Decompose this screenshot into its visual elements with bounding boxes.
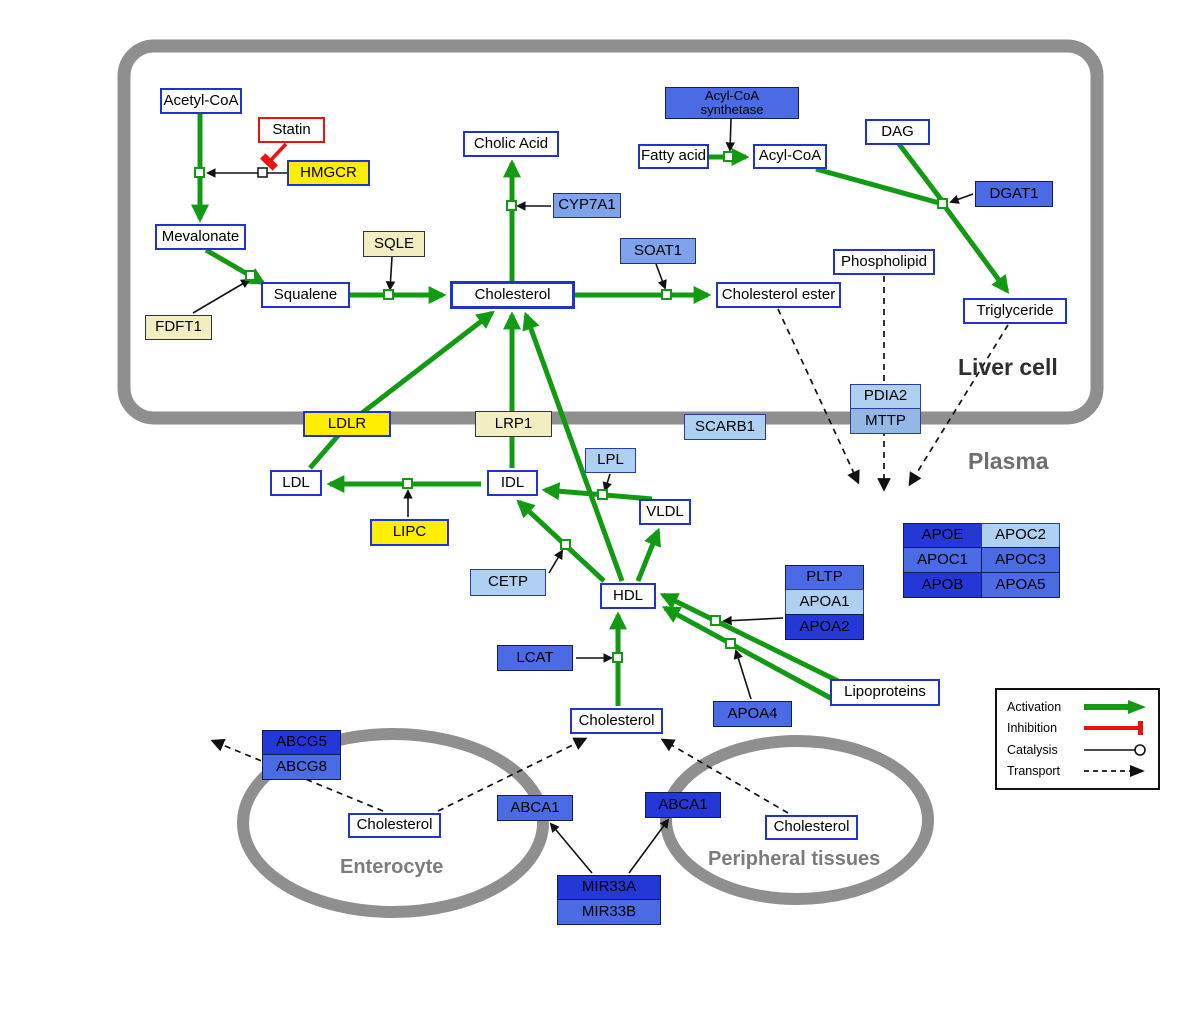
node-dgat1[interactable]: DGAT1	[975, 181, 1053, 207]
node-cholesterol-enterocyte[interactable]: Cholesterol	[348, 813, 441, 838]
legend-inhibition-label: Inhibition	[1007, 721, 1058, 736]
node-mir33b[interactable]: MIR33B	[557, 899, 661, 925]
node-cholic-acid[interactable]: Cholic Acid	[463, 131, 559, 157]
node-apoa4[interactable]: APOA4	[713, 701, 792, 727]
node-scarb1[interactable]: SCARB1	[684, 414, 766, 440]
node-apob[interactable]: APOB	[903, 572, 982, 598]
node-apoe[interactable]: APOE	[903, 523, 982, 548]
inhibition-edge	[260, 142, 288, 171]
node-cholesterol-ester[interactable]: Cholesterol ester	[716, 282, 841, 308]
liver-cell-label: Liver cell	[958, 354, 1058, 380]
node-lcat[interactable]: LCAT	[497, 645, 573, 671]
node-acetyl-coa[interactable]: Acetyl-CoA	[160, 88, 242, 114]
node-pltp[interactable]: PLTP	[785, 565, 864, 590]
node-lrp1[interactable]: LRP1	[475, 411, 552, 437]
plasma-label: Plasma	[968, 448, 1049, 474]
node-vldl[interactable]: VLDL	[639, 499, 691, 525]
node-cetp[interactable]: CETP	[470, 569, 546, 596]
node-abcg5[interactable]: ABCG5	[262, 730, 341, 755]
node-mir33a[interactable]: MIR33A	[557, 875, 661, 900]
node-fdft1[interactable]: FDFT1	[145, 315, 212, 340]
inhibition-target-node	[257, 167, 268, 178]
node-cholesterol-liver[interactable]: Cholesterol	[450, 281, 575, 309]
node-squalene[interactable]: Squalene	[261, 282, 350, 308]
legend-catalysis-label: Catalysis	[1007, 742, 1058, 757]
node-ldl[interactable]: LDL	[270, 470, 322, 496]
node-statin[interactable]: Statin	[258, 117, 325, 143]
node-lipoproteins[interactable]: Lipoproteins	[830, 679, 940, 706]
node-apoa5[interactable]: APOA5	[981, 572, 1060, 598]
node-lpl[interactable]: LPL	[585, 448, 636, 473]
node-idl[interactable]: IDL	[487, 470, 538, 496]
transport-arrow-icon	[1084, 765, 1145, 778]
node-sqle[interactable]: SQLE	[363, 231, 425, 257]
node-abca1-left[interactable]: ABCA1	[497, 795, 573, 821]
node-apoa1[interactable]: APOA1	[785, 589, 864, 615]
node-abcg8[interactable]: ABCG8	[262, 754, 341, 780]
legend-row-catalysis: Catalysis	[1007, 742, 1148, 758]
activation-arrow-icon	[1084, 699, 1146, 714]
node-cholesterol-plasma[interactable]: Cholesterol	[570, 708, 663, 734]
node-mttp[interactable]: MTTP	[850, 408, 921, 434]
enterocyte-membrane	[237, 728, 549, 918]
node-soat1[interactable]: SOAT1	[620, 238, 696, 264]
node-lipc[interactable]: LIPC	[370, 519, 449, 546]
reaction-junctions	[194, 151, 948, 663]
legend: Activation Inhibition Catalysis Transpor…	[995, 688, 1160, 790]
peripheral-tissues-label: Peripheral tissues	[708, 848, 881, 870]
node-cholesterol-peripheral[interactable]: Cholesterol	[765, 815, 858, 840]
enterocyte-label: Enterocyte	[340, 856, 444, 878]
catalysis-circle-icon	[1084, 743, 1146, 756]
liver-cell-membrane	[117, 39, 1104, 425]
node-ldlr[interactable]: LDLR	[303, 411, 391, 437]
node-acyl-coa-synthetase-label: Acyl-CoA synthetase	[700, 87, 764, 117]
node-apoa2[interactable]: APOA2	[785, 614, 864, 640]
node-acyl-coa[interactable]: Acyl-CoA	[753, 144, 827, 169]
node-mevalonate[interactable]: Mevalonate	[155, 224, 246, 250]
legend-row-transport: Transport	[1007, 763, 1148, 779]
legend-row-inhibition: Inhibition	[1007, 720, 1148, 736]
legend-transport-label: Transport	[1007, 764, 1061, 779]
legend-row-activation: Activation	[1007, 699, 1148, 715]
node-phospholipid[interactable]: Phospholipid	[833, 249, 935, 275]
legend-activation-label: Activation	[1007, 699, 1062, 714]
node-acyl-coa-synthetase[interactable]: Acyl-CoA synthetase	[665, 87, 799, 119]
catalysis-edges	[192, 118, 974, 874]
node-triglyceride[interactable]: Triglyceride	[963, 298, 1067, 324]
node-hdl[interactable]: HDL	[600, 583, 656, 609]
node-cyp7a1[interactable]: CYP7A1	[553, 193, 621, 218]
activation-edges-plain	[815, 142, 945, 207]
node-dag[interactable]: DAG	[865, 119, 930, 145]
node-apoc1[interactable]: APOC1	[903, 547, 982, 573]
node-abca1-right[interactable]: ABCA1	[645, 792, 721, 818]
node-apoc3[interactable]: APOC3	[981, 547, 1060, 573]
node-apoc2[interactable]: APOC2	[981, 523, 1060, 548]
node-fatty-acid[interactable]: Fatty acid	[638, 144, 709, 169]
inhibition-bar-icon	[1084, 721, 1143, 736]
node-hmgcr[interactable]: HMGCR	[287, 160, 370, 186]
node-pdia2[interactable]: PDIA2	[850, 384, 921, 409]
